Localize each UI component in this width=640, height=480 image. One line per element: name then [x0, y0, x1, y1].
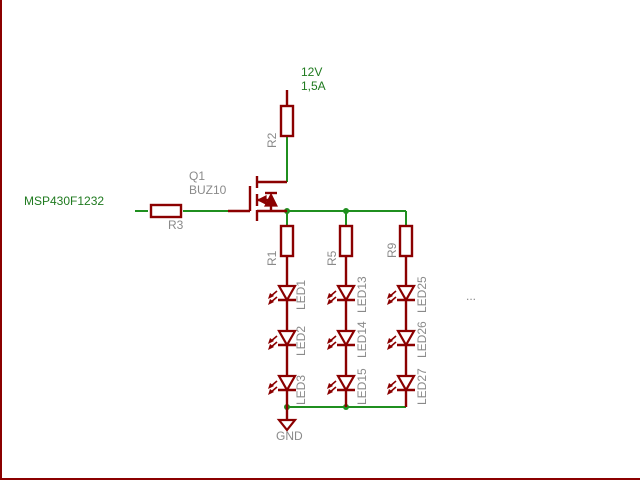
- resistor-r3: [149, 203, 183, 219]
- ground-symbol: [276, 407, 298, 432]
- continuation-ellipsis: ...: [466, 289, 476, 303]
- led-label: LED1: [294, 280, 308, 310]
- junction-dot: [343, 208, 349, 214]
- transistor-q1: [228, 176, 287, 221]
- led-label: LED27: [415, 368, 429, 405]
- led-label: LED26: [415, 321, 429, 358]
- input-net-label: MSP430F1232: [24, 194, 104, 208]
- transistor-ref-label: Q1: [189, 169, 205, 183]
- supply-voltage-label: 12V: [301, 65, 322, 79]
- resistor-r3-label: R3: [168, 218, 184, 232]
- resistor-r2: [279, 104, 295, 138]
- led-label: LED15: [355, 368, 369, 405]
- led-label: LED3: [294, 375, 308, 405]
- junctions: [284, 208, 349, 410]
- transistor-part-label: BUZ10: [189, 183, 227, 197]
- resistor-r5-label: R5: [325, 250, 339, 266]
- led-label: LED14: [355, 321, 369, 358]
- resistor-r9-label: R9: [385, 242, 399, 258]
- ground-label: GND: [276, 429, 303, 443]
- led-label: LED2: [294, 326, 308, 356]
- led-label: LED13: [355, 276, 369, 313]
- resistor-r1-label: R1: [265, 250, 279, 266]
- supply-current-label: 1,5A: [301, 79, 326, 93]
- led-label: LED25: [415, 276, 429, 313]
- resistor-r2-label: R2: [265, 132, 279, 148]
